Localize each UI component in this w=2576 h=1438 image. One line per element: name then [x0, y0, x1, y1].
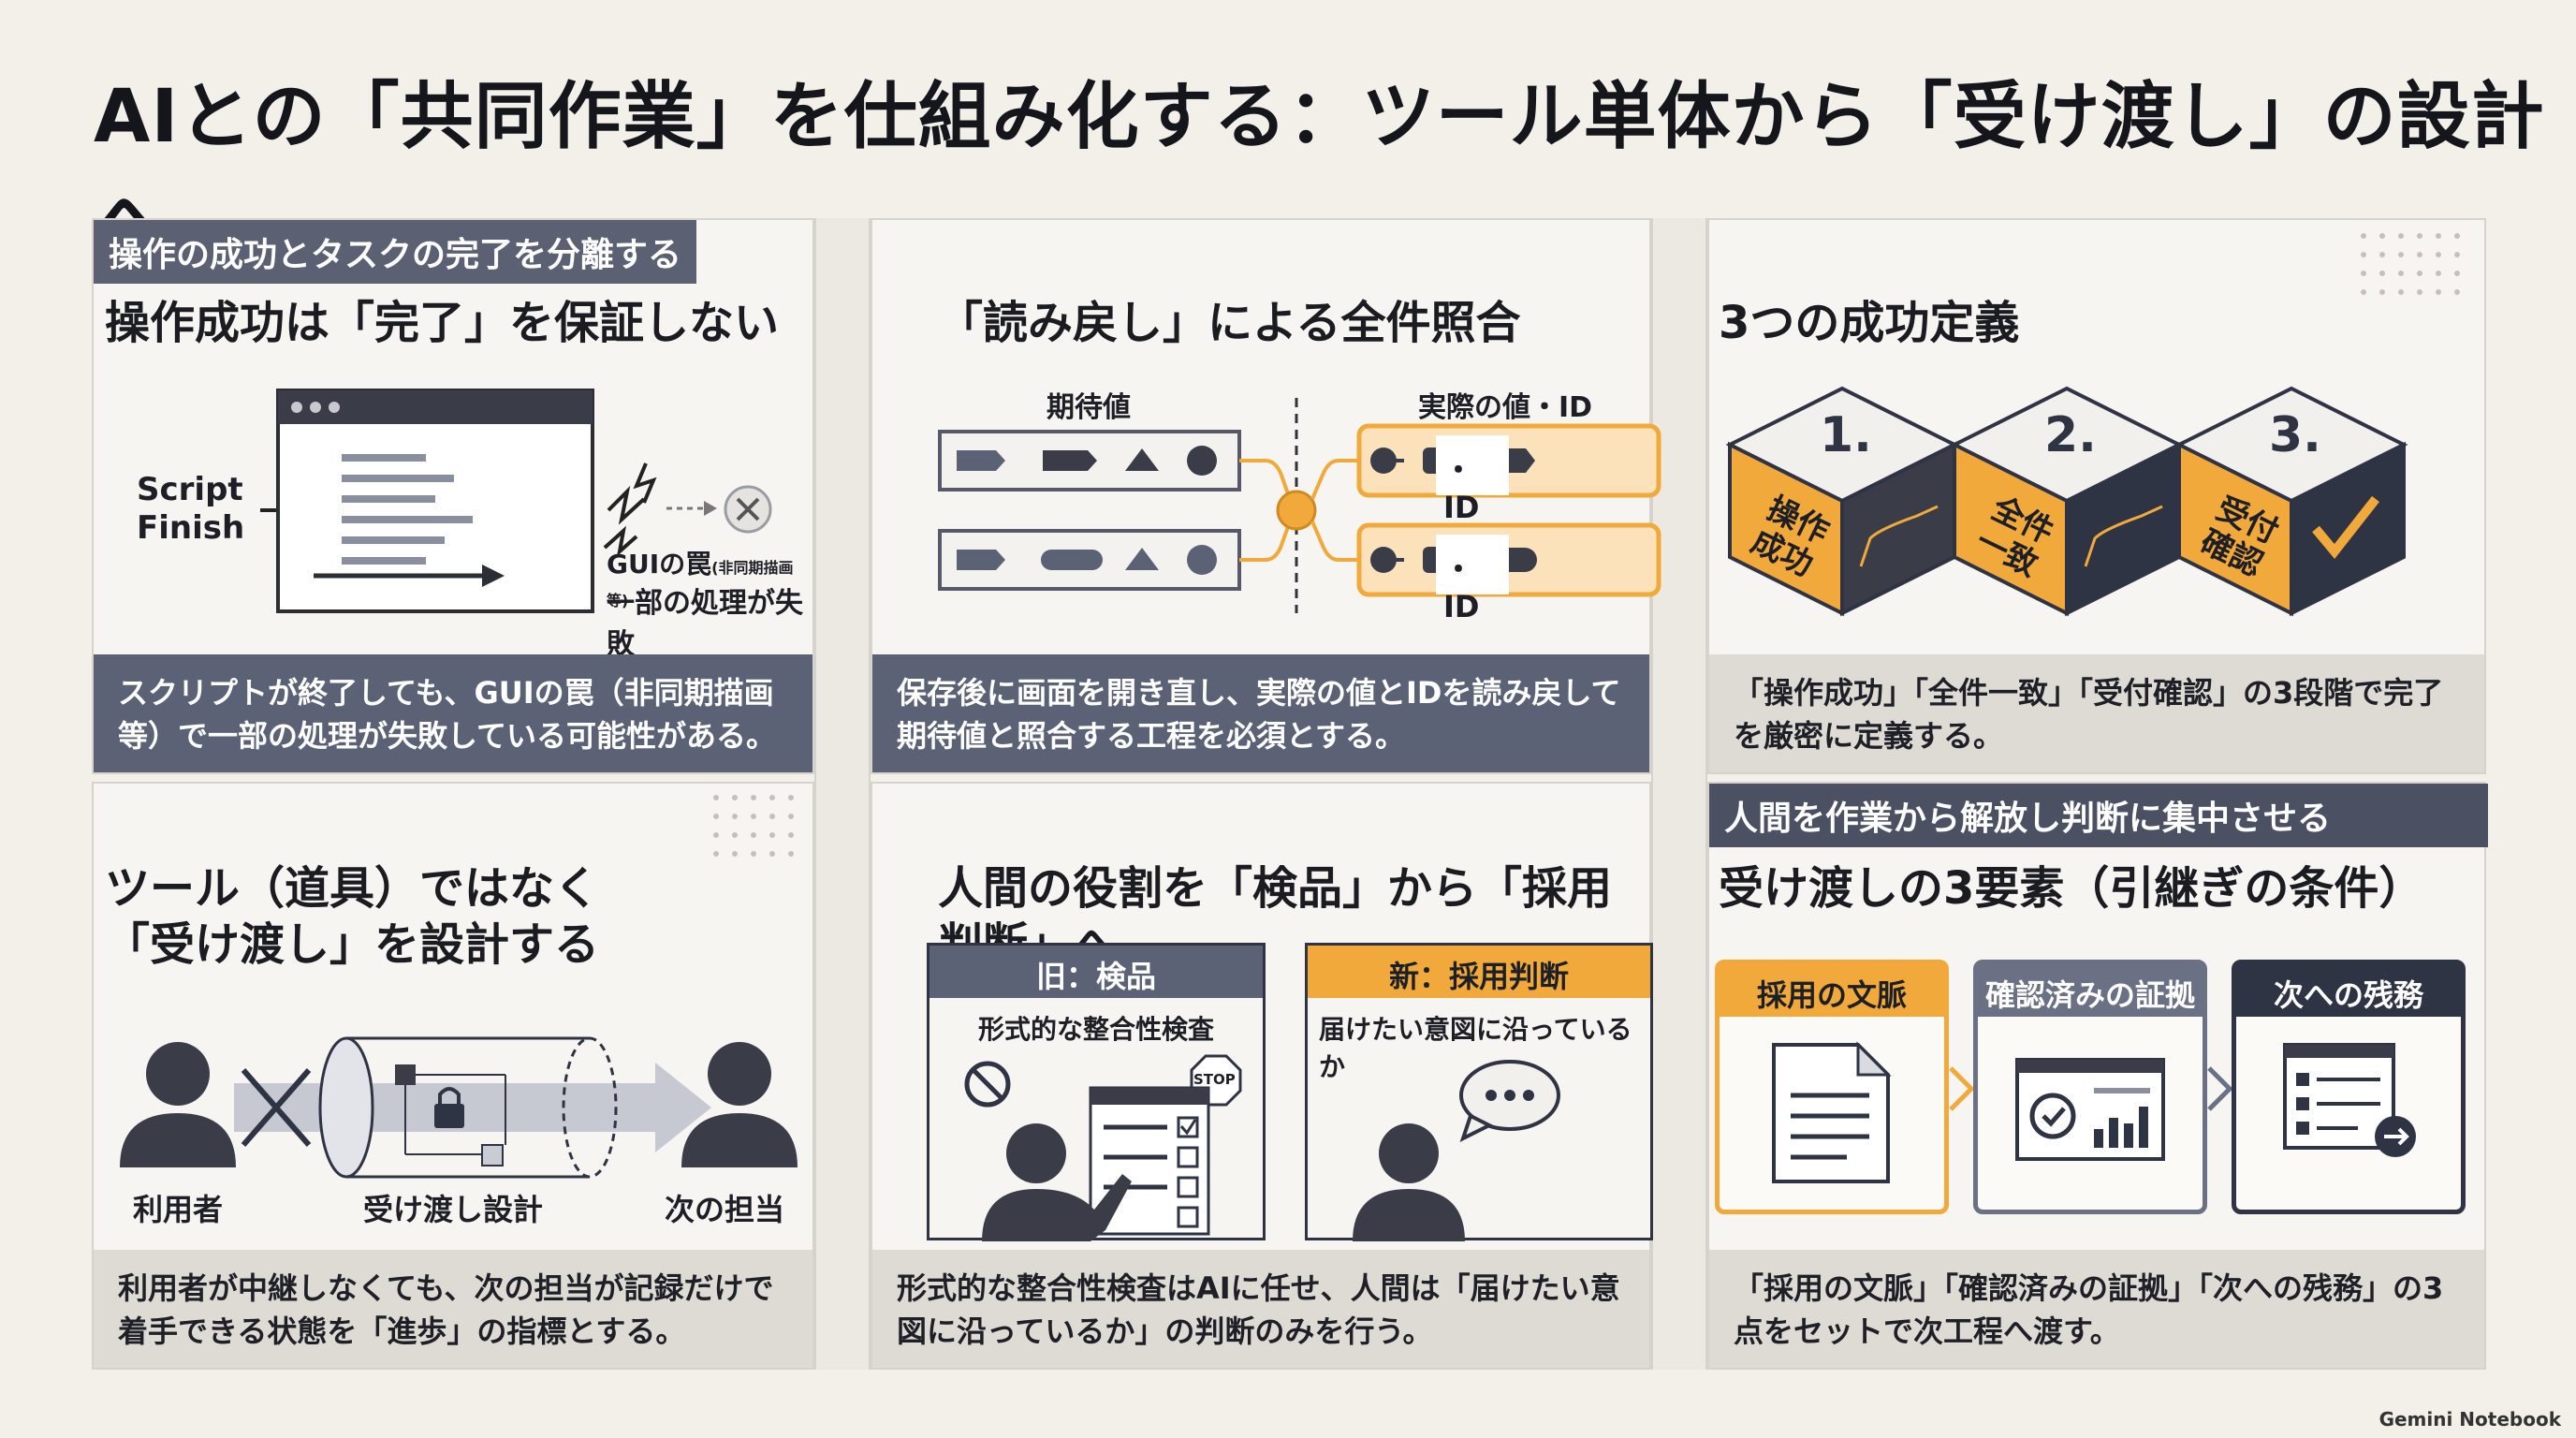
app-window-icon [276, 389, 594, 613]
handoff-card-context: 採用の文脈 [1715, 960, 1949, 1214]
panel-handoff-elements: 人間を作業から解放し判断に集中させる 受け渡しの3要素（引継ぎの条件） 採用の文… [1707, 782, 2488, 1370]
gui-trap-main: GUIの罠 [607, 549, 712, 580]
old-role-box: 旧：検品 形式的な整合性検査 STOP [927, 943, 1266, 1241]
step-number: 3. [2269, 407, 2321, 463]
panel-success-definitions: 3つの成功定義 1. 2. 3. 操作 成功 全件 一致 受付 確認 「操作成功… [1707, 218, 2486, 774]
verified-chart-icon [2015, 1058, 2165, 1161]
inspector-person-icon [982, 1123, 1132, 1241]
chevron-right-icon [1949, 1066, 1975, 1111]
id-tag: ・ID [1436, 435, 1509, 525]
prohibited-icon [964, 1061, 1011, 1108]
card-header: 次への残務 [2236, 964, 2461, 1017]
new-role-box: 新：採用判断 届けたい意図に沿っているか [1305, 943, 1653, 1241]
panel-title: 3つの成功定義 [1719, 297, 2020, 349]
script-finish-label: Script Finish [137, 471, 245, 547]
partial-fail-label: 一部の処理が失敗 [607, 587, 803, 661]
gui-trap-label: GUIの罠(非同期描画等) [607, 544, 812, 612]
column-gap [814, 218, 871, 1370]
panel-title: 受け渡しの3要素（引継ぎの条件） [1719, 862, 2424, 915]
card-header: 採用の文脈 [1720, 964, 1944, 1017]
handoff-card-evidence: 確認済みの証拠 [1973, 960, 2207, 1214]
success-steps-diagram [1725, 386, 2408, 617]
decorative-dots [713, 795, 826, 870]
section-tag: 操作の成功とタスクの完了を分離する [94, 220, 697, 284]
new-role-sub: 届けたい意図に沿っているか [1319, 1014, 1632, 1082]
panel-operation-success: 操作の成功とタスクの完了を分離する 操作成功は「完了」を保証しない Script… [92, 218, 814, 774]
panel-title: 操作成功は「完了」を保証しない [105, 297, 780, 349]
card-header: 確認済みの証拠 [1978, 964, 2203, 1017]
user-label: 利用者 [133, 1192, 224, 1227]
new-role-header: 新：採用判断 [1308, 946, 1650, 998]
document-icon [1772, 1041, 1892, 1183]
thinker-person-icon [1353, 1123, 1465, 1241]
task-list-icon [2283, 1043, 2416, 1157]
close-icon [724, 485, 772, 534]
expected-label: 期待値 [1046, 391, 1131, 424]
chevron-right-icon [2207, 1066, 2233, 1111]
readback-diagram [938, 398, 1661, 613]
lightning-icon [603, 462, 657, 557]
dashed-arrow-icon [666, 501, 717, 516]
panel-readback: 「読み戻し」による全件照合 期待値 実際の値・ID ・ID ・ID [871, 218, 1661, 774]
handoff-diagram [120, 1036, 798, 1179]
speech-bubble-icon [1459, 1060, 1560, 1142]
panel-handoff-design: ツール（道具）ではなく 「受け渡し」を設計する 利用者 受け渡し設計 次の担当 … [92, 782, 814, 1370]
actual-label: 実際の値・ID [1418, 391, 1593, 424]
gui-trap-sub: (非同期描画等) [607, 559, 794, 609]
panel-title: ツール（道具）ではなく 「受け渡し」を設計する [105, 862, 600, 971]
decorative-dots [2361, 233, 2473, 317]
id-tag: ・ID [1436, 535, 1509, 624]
step-number: 2. [2044, 407, 2097, 463]
handoff-card-remaining: 次への残務 [2232, 960, 2466, 1214]
column-gap [1651, 218, 1707, 1370]
footer-brand: Gemini Notebook [2378, 1408, 2561, 1431]
panel-human-role: 人間の役割を「検品」から「採用判断」へ 旧：検品 形式的な整合性検査 STOP [871, 782, 1653, 1370]
panel-caption: 保存後に画面を開き直し、実際の値とIDを読み戻して期待値と照合する工程を必須とす… [872, 654, 1649, 772]
panel-caption: 「採用の文脈」「確認済みの証拠」「次への残務」の3点をセットで次工程へ渡す。 [1709, 1250, 2484, 1368]
stop-sign-text: STOP [1193, 1071, 1236, 1088]
panel-caption: スクリプトが終了しても、GUIの罠（非同期描画等）で一部の処理が失敗している可能… [94, 654, 812, 772]
page-title: AIとの「共同作業」を仕組み化する：ツール単体から「受け渡し」の設計へ [94, 75, 2545, 264]
next-person-label: 次の担当 [665, 1192, 785, 1227]
old-role-sub: 形式的な整合性検査 [977, 1014, 1214, 1045]
handoff-design-label: 受け渡し設計 [363, 1192, 544, 1227]
panel-caption: 利用者が中継しなくても、次の担当が記録だけで着手できる状態を「進歩」の指標とする… [94, 1250, 812, 1368]
step-number: 1. [1820, 407, 1872, 463]
section-tag: 人間を作業から解放し判断に集中させる [1709, 784, 2488, 847]
panel-caption: 形式的な整合性検査はAIに任せ、人間は「届けたい意図に沿っているか」の判断のみを… [872, 1250, 1649, 1368]
old-role-header: 旧：検品 [929, 946, 1263, 998]
panel-title: 「読み戻し」による全件照合 [938, 297, 1521, 349]
panel-caption: 「操作成功」「全件一致」「受付確認」の3段階で完了を厳密に定義する。 [1709, 654, 2484, 772]
